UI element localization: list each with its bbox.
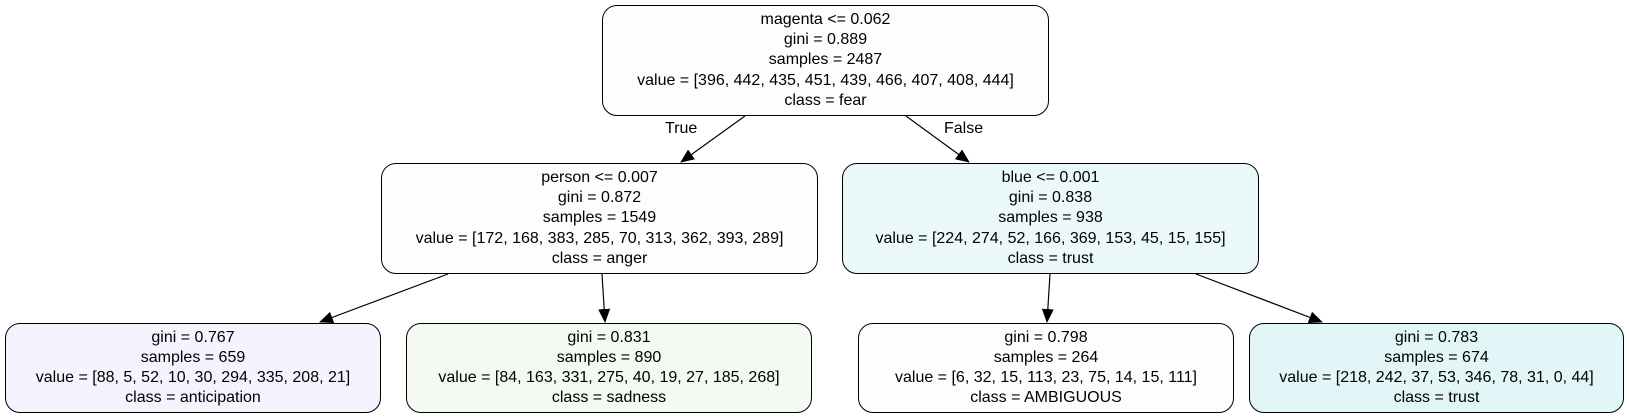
node-value: value = [6, 32, 15, 113, 23, 75, 14, 15,… — [894, 369, 1197, 386]
tree-leaf-1: gini = 0.767 samples = 659 value = [88, … — [5, 323, 381, 413]
tree-leaf-2: gini = 0.831 samples = 890 value = [84, … — [406, 323, 812, 413]
tree-node-left: person <= 0.007 gini = 0.872 samples = 1… — [381, 163, 818, 274]
node-class: class = trust — [1007, 249, 1094, 267]
node-samples: samples = 674 — [1384, 348, 1489, 366]
edge-root-to-right — [905, 115, 970, 163]
node-samples: samples = 659 — [140, 348, 246, 366]
tree-leaf-4: gini = 0.783 samples = 674 value = [218,… — [1249, 323, 1624, 413]
node-gini: gini = 0.783 — [1394, 328, 1479, 346]
node-split-condition: blue <= 0.001 — [1001, 168, 1100, 186]
node-samples: samples = 938 — [998, 209, 1103, 227]
node-value: value = [88, 5, 52, 10, 30, 294, 335, 20… — [35, 369, 351, 386]
node-gini: gini = 0.798 — [1004, 328, 1088, 346]
tree-leaf-3: gini = 0.798 samples = 264 value = [6, 3… — [858, 323, 1234, 413]
edge-root-to-left — [680, 115, 746, 163]
node-class: class = fear — [784, 91, 867, 109]
node-samples: samples = 1549 — [542, 209, 657, 227]
node-gini: gini = 0.767 — [151, 328, 235, 346]
node-class: class = anticipation — [125, 389, 261, 407]
node-class: class = anger — [551, 249, 648, 267]
edge-left-to-leaf-1 — [319, 273, 449, 324]
edge-label-true: True — [665, 120, 698, 137]
node-value: value = [224, 274, 52, 166, 369, 153, 45… — [875, 229, 1226, 247]
node-samples: samples = 264 — [993, 348, 1099, 366]
node-split-condition: magenta <= 0.062 — [760, 10, 891, 28]
node-gini: gini = 0.872 — [557, 189, 642, 207]
edge-label-false: False — [944, 120, 984, 137]
node-samples: samples = 890 — [556, 348, 662, 366]
node-gini: gini = 0.838 — [1008, 189, 1093, 207]
node-gini: gini = 0.889 — [783, 31, 868, 49]
node-value: value = [84, 163, 331, 275, 40, 19, 27, … — [438, 369, 780, 386]
node-class: class = sadness — [551, 389, 667, 407]
edge-left-to-leaf-2 — [598, 273, 611, 323]
edge-right-to-leaf-3 — [1041, 273, 1054, 323]
node-value: value = [172, 168, 383, 285, 70, 313, 36… — [415, 229, 784, 247]
node-class: class = trust — [1393, 389, 1480, 407]
node-class: class = AMBIGUOUS — [970, 389, 1122, 407]
node-split-condition: person <= 0.007 — [541, 168, 658, 186]
tree-node-root: magenta <= 0.062 gini = 0.889 samples = … — [602, 5, 1049, 116]
node-value: value = [218, 242, 37, 53, 346, 78, 31, … — [1279, 369, 1594, 386]
tree-node-right: blue <= 0.001 gini = 0.838 samples = 938… — [842, 163, 1259, 274]
node-value: value = [396, 442, 435, 451, 439, 466, 4… — [637, 71, 1014, 89]
node-gini: gini = 0.831 — [567, 328, 651, 346]
edge-right-to-leaf-4 — [1195, 273, 1323, 323]
node-samples: samples = 2487 — [768, 51, 883, 69]
